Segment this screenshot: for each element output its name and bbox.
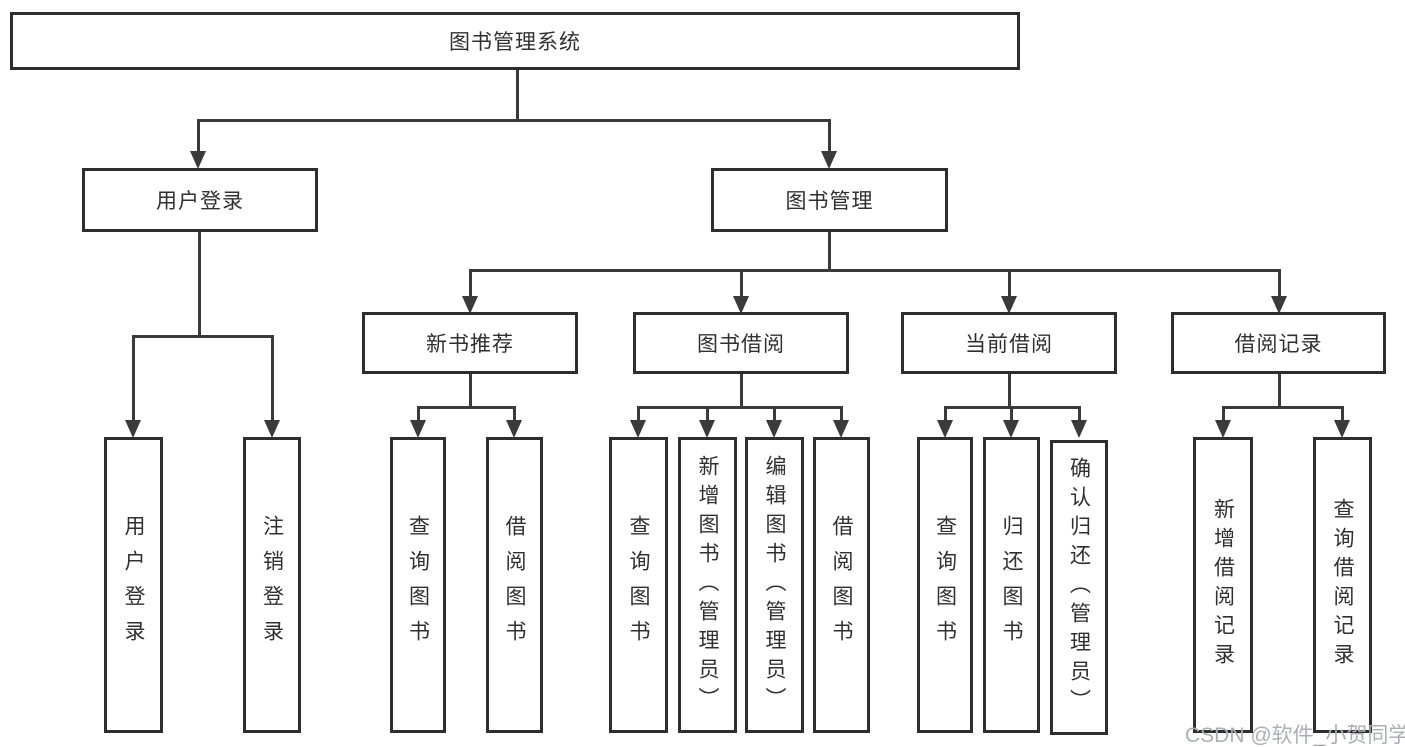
connector-vline: [469, 269, 472, 299]
node-label: 图书管理: [785, 190, 874, 213]
node-leaf-borrow-books: 借阅图书: [813, 437, 870, 733]
connector-vline: [840, 406, 843, 423]
node-label: 归还图书: [1000, 515, 1023, 655]
csdn-watermark: CSDN @软件_小贺同学: [1185, 724, 1405, 747]
node-leaf-logout: 注销登录: [243, 437, 301, 733]
arrow-down-icon: [821, 151, 837, 169]
arrow-down-icon: [630, 420, 646, 438]
arrow-down-icon: [190, 151, 206, 169]
connector-vline: [1008, 269, 1011, 299]
node-leaf-edit-books-admin: 编辑图书（管理员）: [745, 437, 804, 733]
arrow-down-icon: [264, 420, 280, 438]
node-leaf-confirm-return-admin: 确认归还（管理员）: [1050, 440, 1108, 735]
connector-vline: [773, 406, 776, 423]
node-label: 当前借阅: [965, 333, 1053, 356]
node-label: 用户登录: [122, 515, 145, 655]
arrow-down-icon: [833, 420, 849, 438]
connector-vline: [828, 119, 831, 155]
connector-vline: [1008, 372, 1011, 409]
connector-vline: [198, 232, 201, 337]
arrow-down-icon: [125, 420, 141, 438]
connector-vline: [516, 70, 519, 121]
arrow-down-icon: [1003, 420, 1019, 438]
arrow-down-icon: [1271, 296, 1287, 314]
connector-vline: [740, 372, 743, 409]
connector-hline: [417, 406, 516, 409]
connector-vline: [944, 406, 947, 423]
node-leaf-query-borrow-record: 查询借阅记录: [1313, 437, 1372, 733]
connector-vline: [469, 372, 472, 409]
connector-vline: [1222, 406, 1225, 423]
connector-vline: [828, 232, 831, 272]
connector-hline: [132, 335, 274, 338]
node-label: 借阅记录: [1234, 333, 1323, 356]
connector-vline: [1278, 372, 1281, 409]
connector-vline: [513, 406, 516, 423]
arrow-down-icon: [410, 420, 426, 438]
node-leaf-add-books-admin: 新增图书（管理员）: [678, 437, 737, 733]
node-label: 借阅图书: [503, 515, 526, 655]
node-label: 新书推荐: [426, 333, 514, 356]
arrow-down-icon: [1334, 420, 1350, 438]
node-label: 查询借阅记录: [1331, 498, 1354, 672]
node-current-borrowing: 当前借阅: [901, 312, 1117, 374]
node-library-system: 图书管理系统: [10, 12, 1020, 70]
arrow-down-icon: [1215, 420, 1231, 438]
node-leaf-borrow-books: 借阅图书: [486, 437, 543, 733]
node-label: 编辑图书（管理员）: [763, 454, 786, 716]
arrow-down-icon: [1071, 420, 1087, 438]
connector-hline: [469, 269, 1281, 272]
connector-hline: [1222, 406, 1344, 409]
node-user-login: 用户登录: [82, 168, 318, 232]
node-leaf-user-login: 用户登录: [104, 437, 163, 733]
arrow-down-icon: [462, 296, 478, 314]
node-label: 注销登录: [260, 515, 284, 655]
connector-vline: [1010, 406, 1013, 423]
connector-vline: [1341, 406, 1344, 423]
node-leaf-query-books: 查询图书: [390, 437, 446, 733]
node-label: 新增图书（管理员）: [696, 454, 719, 716]
arrow-down-icon: [1001, 296, 1017, 314]
connector-hline: [637, 406, 843, 409]
node-label: 用户登录: [156, 190, 244, 213]
node-leaf-query-books: 查询图书: [609, 437, 668, 733]
connector-vline: [417, 406, 420, 423]
node-label: 图书管理系统: [449, 31, 581, 54]
node-book-borrowing: 图书借阅: [633, 312, 849, 374]
node-leaf-add-borrow-record: 新增借阅记录: [1193, 437, 1253, 733]
node-label: 新增借阅记录: [1211, 498, 1235, 672]
connector-vline: [271, 335, 274, 423]
node-book-management: 图书管理: [711, 168, 948, 232]
node-label: 查询图书: [627, 515, 650, 655]
arrow-down-icon: [937, 420, 953, 438]
node-leaf-query-books: 查询图书: [917, 437, 973, 733]
connector-vline: [1278, 269, 1281, 299]
arrow-down-icon: [699, 420, 715, 438]
connector-vline: [706, 406, 709, 423]
arrow-down-icon: [733, 296, 749, 314]
connector-vline: [740, 269, 743, 299]
connector-vline: [637, 406, 640, 423]
connector-vline: [197, 119, 200, 155]
node-label: 借阅图书: [830, 515, 853, 655]
connector-vline: [1078, 406, 1081, 423]
node-label: 图书借阅: [697, 333, 785, 356]
node-leaf-return-books: 归还图书: [983, 437, 1040, 733]
node-borrow-records: 借阅记录: [1171, 312, 1386, 374]
arrow-down-icon: [766, 420, 782, 438]
connector-hline: [197, 119, 831, 122]
node-label: 查询图书: [933, 515, 957, 655]
arrow-down-icon: [506, 420, 522, 438]
node-new-book-recommend: 新书推荐: [362, 312, 578, 374]
node-label: 查询图书: [406, 515, 430, 655]
connector-vline: [132, 335, 135, 423]
node-label: 确认归还（管理员）: [1067, 457, 1091, 718]
